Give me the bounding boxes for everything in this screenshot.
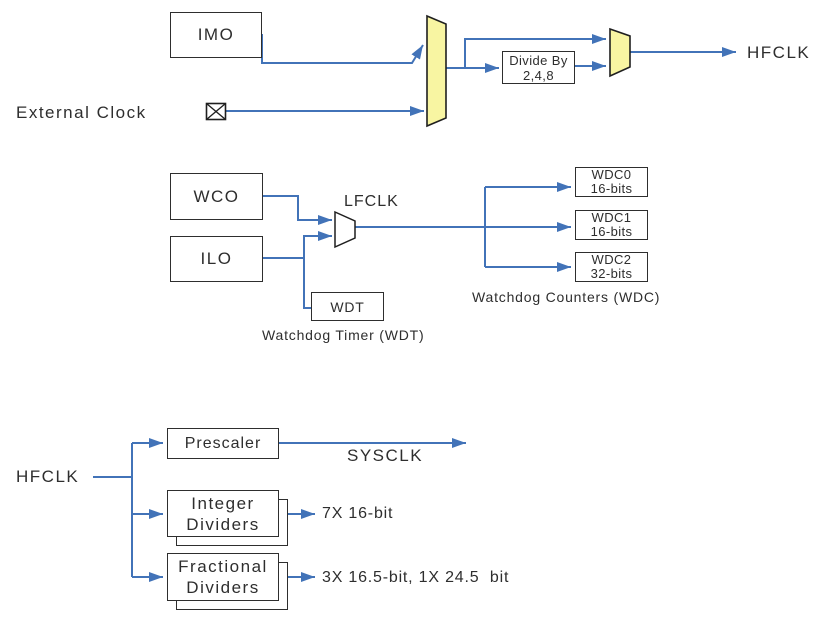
wdc0-name: WDC0 xyxy=(591,167,632,182)
wdc2-name: WDC2 xyxy=(591,252,632,267)
ilo-box: ILO xyxy=(170,236,263,282)
wdt-label: WDT xyxy=(330,298,365,315)
wdc1-name: WDC1 xyxy=(591,210,632,225)
divide-by-box: Divide By 2,4,8 xyxy=(502,51,575,84)
wire-imo-to-mux xyxy=(261,34,424,64)
wire-wco-to-lfclkmux xyxy=(263,195,332,225)
lfclk-source-mux xyxy=(334,210,356,249)
integer-dividers-box: Integer Dividers xyxy=(167,490,279,537)
fractional-dividers-line1: Fractional xyxy=(178,557,268,576)
integer-dividers-line1: Integer xyxy=(191,493,255,513)
fractional-output-label: 3X 16.5-bit, 1X 24.5 bit xyxy=(322,569,510,586)
prescaler-label: Prescaler xyxy=(184,434,262,452)
hfclk-divide-mux xyxy=(609,27,631,78)
wire-mux-bypass-branch xyxy=(464,34,606,68)
divide-by-line2: 2,4,8 xyxy=(523,67,554,83)
external-clock-pin-icon xyxy=(205,102,227,121)
wdc2-bits: 32-bits xyxy=(590,266,633,281)
hfclk-input-label: HFCLK xyxy=(16,467,80,486)
wco-label: WCO xyxy=(193,186,240,206)
wdc1-box: WDC1 16-bits xyxy=(575,210,648,240)
prescaler-box: Prescaler xyxy=(167,428,279,459)
hfclk-output-label: HFCLK xyxy=(747,43,811,62)
external-clock-label: External Clock xyxy=(16,103,147,122)
divide-by-line1: Divide By xyxy=(509,52,568,68)
wdc0-box: WDC0 16-bits xyxy=(575,167,648,197)
ilo-label: ILO xyxy=(200,249,233,268)
wdc2-box: WDC2 32-bits xyxy=(575,252,648,282)
wco-box: WCO xyxy=(170,173,263,220)
lfclk-label: LFCLK xyxy=(344,193,399,210)
wdc0-bits: 16-bits xyxy=(590,181,633,196)
imo-box: IMO xyxy=(170,12,262,58)
wdt-box: WDT xyxy=(311,292,384,321)
wire-ilo-to-wdt xyxy=(303,258,311,309)
sysclk-label: SYSCLK xyxy=(347,446,424,465)
fractional-dividers-line2: Dividers xyxy=(186,578,260,597)
wdt-caption: Watchdog Timer (WDT) xyxy=(262,327,425,343)
fractional-dividers-box: Fractional Dividers xyxy=(167,553,279,601)
wire-ilo-to-lfclkmux xyxy=(263,231,332,259)
integer-dividers-line2: Dividers xyxy=(186,514,260,534)
wdc-caption: Watchdog Counters (WDC) xyxy=(472,289,661,305)
wdc1-bits: 16-bits xyxy=(590,224,633,239)
imo-label: IMO xyxy=(197,25,235,44)
hfclk-source-mux xyxy=(426,14,447,128)
integer-output-label: 7X 16-bit xyxy=(322,505,394,522)
